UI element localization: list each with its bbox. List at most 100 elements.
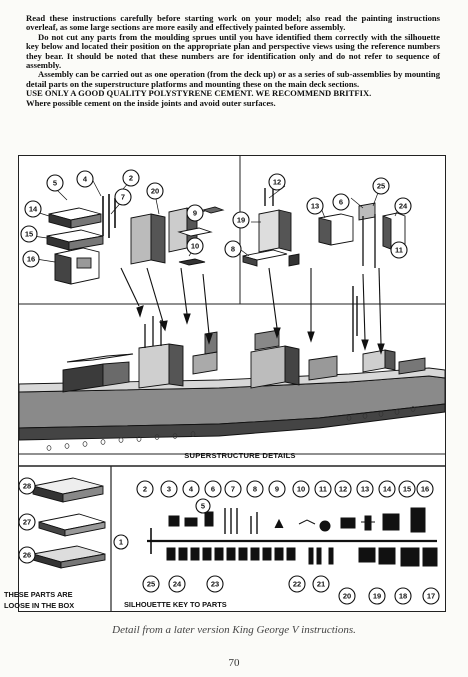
silhouette-top-part-3-label: 3 [167,485,171,494]
silhouette-top-part-4-circle [182,480,200,498]
silhouette-top-part-11-circle [314,480,332,498]
superstructure-part-4-label: 4 [83,175,88,184]
silhouette-top-part-15-circle [398,480,416,498]
superstructure-part-6-label: 6 [339,198,343,207]
loose-part-28-circle [19,477,36,495]
silhouette-top-part-6-circle [204,480,222,498]
superstructure-part-14-circle [24,200,42,218]
silhouette-top-part-8-label: 8 [253,485,257,494]
silhouette-bottom-part-23-circle [206,575,224,593]
silhouette-side-part-5-label: 5 [201,502,205,511]
instructions-paragraph-2: Do not cut any parts from the moulding s… [26,31,440,71]
silhouette-top-part-6-label: 6 [211,485,215,494]
superstructure-part-19-circle [232,211,250,229]
silhouette-side-part-5-circle [195,498,211,514]
silhouette-bottom-part-19-circle [368,587,386,605]
silhouette-bottom-part-17-label: 17 [427,592,435,601]
loose-parts-sketch [32,477,106,569]
superstructure-part-13-circle [306,197,324,215]
assembly-arrows [120,267,385,355]
superstructure-part-2-circle [122,169,140,187]
superstructure-part-13-label: 13 [311,202,319,211]
silhouette-bottom-part-19-label: 19 [373,592,381,601]
superstructure-part-8-circle [224,240,242,258]
superstructure-part-16-label: 16 [27,255,35,264]
superstructure-part-5-label: 5 [53,179,57,188]
silhouette-top-part-10-label: 10 [297,485,305,494]
silhouette-bottom-part-17-circle [422,587,440,605]
silhouette-top-part-11-label: 11 [319,485,327,494]
silhouette-bottom-part-18-label: 18 [399,592,407,601]
superstructure-part-16-circle [22,250,40,268]
silhouette-bottom-part-20-label: 20 [343,592,351,601]
silhouette-bottom-part-21-circle [312,575,330,593]
superstructure-part-11-label: 11 [395,246,403,255]
silhouette-top-part-13-circle [356,480,374,498]
silhouette-bottom-part-24-circle [168,575,186,593]
superstructure-part-14-label: 14 [29,205,38,214]
superstructure-part-5-circle [46,174,64,192]
superstructure-part-25-label: 25 [377,182,385,191]
silhouette-top-part-2-circle [136,480,154,498]
silhouette-top-part-12-label: 12 [339,485,347,494]
silhouette-top-part-16-label: 16 [421,485,429,494]
loose-part-26-circle [19,546,36,564]
superstructure-part-15-circle [20,225,38,243]
silhouette-top-part-12-circle [334,480,352,498]
loose-part-26-label: 26 [23,551,31,560]
silhouette-bottom-part-22-label: 22 [293,580,301,589]
silhouette-bottom-part-18-circle [394,587,412,605]
superstructure-part-24-label: 24 [399,202,408,211]
silhouette-side-part-1-circle [113,534,129,550]
superstructure-part-15-label: 15 [25,230,33,239]
page-number: 70 [228,657,240,669]
silhouette-top-part-3-circle [160,480,178,498]
loose-parts-caption: THESE PARTS ARE LOOSE IN THE BOX [4,590,75,610]
ship-hull-perspective [19,286,445,441]
silhouette-top-part-9-label: 9 [275,485,279,494]
silhouette-top-part-15-label: 15 [403,485,411,494]
editorial-note: Detail from a later version King George … [112,624,356,636]
silhouette-bottom-part-22-circle [288,575,306,593]
silhouette-bottom-part-20-circle [338,587,356,605]
superstructure-part-24-circle [394,197,412,215]
superstructure-part-9-label: 9 [193,209,197,218]
silhouette-top-part-2-label: 2 [143,485,147,494]
silhouette-bottom-part-24-label: 24 [173,580,182,589]
silhouette-bottom-part-25-label: 25 [147,580,155,589]
silhouette-top-part-14-label: 14 [383,485,392,494]
superstructure-part-8-label: 8 [231,245,235,254]
silhouette-top-part-14-circle [378,480,396,498]
superstructure-part-10-circle [186,237,204,255]
instructions-paragraph-3: Assembly can be carried out as one opera… [26,69,440,89]
silhouette-top-part-4-label: 4 [189,485,194,494]
superstructure-part-9-circle [186,204,204,222]
superstructure-part-2-label: 2 [129,174,133,183]
superstructure-part-19-label: 19 [237,216,245,225]
superstructure-part-12-circle [268,173,286,191]
loose-part-27-circle [19,513,36,531]
silhouette-bottom-part-25-circle [142,575,160,593]
silhouette-side-part-1-label: 1 [119,538,123,547]
superstructure-part-11-circle [390,241,408,259]
superstructure-part-7-circle [114,188,132,206]
portholes-row [46,406,416,451]
right-subassembly-sketch [242,184,406,268]
superstructure-part-12-label: 12 [273,178,281,187]
superstructure-part-25-circle [372,177,390,195]
silhouette-top-part-9-circle [268,480,286,498]
silhouette-top-part-7-circle [224,480,242,498]
silhouette-top-part-7-label: 7 [231,485,235,494]
silhouette-top-part-13-label: 13 [361,485,369,494]
superstructure-part-6-circle [332,193,350,211]
silhouette-bottom-part-23-label: 23 [211,580,219,589]
silhouette-top-part-10-circle [292,480,310,498]
superstructure-part-7-label: 7 [121,193,125,202]
silhouette-top-part-16-circle [416,480,434,498]
loose-part-27-label: 27 [23,518,31,527]
superstructure-part-20-circle [146,182,164,200]
loose-part-28-label: 28 [23,482,31,491]
